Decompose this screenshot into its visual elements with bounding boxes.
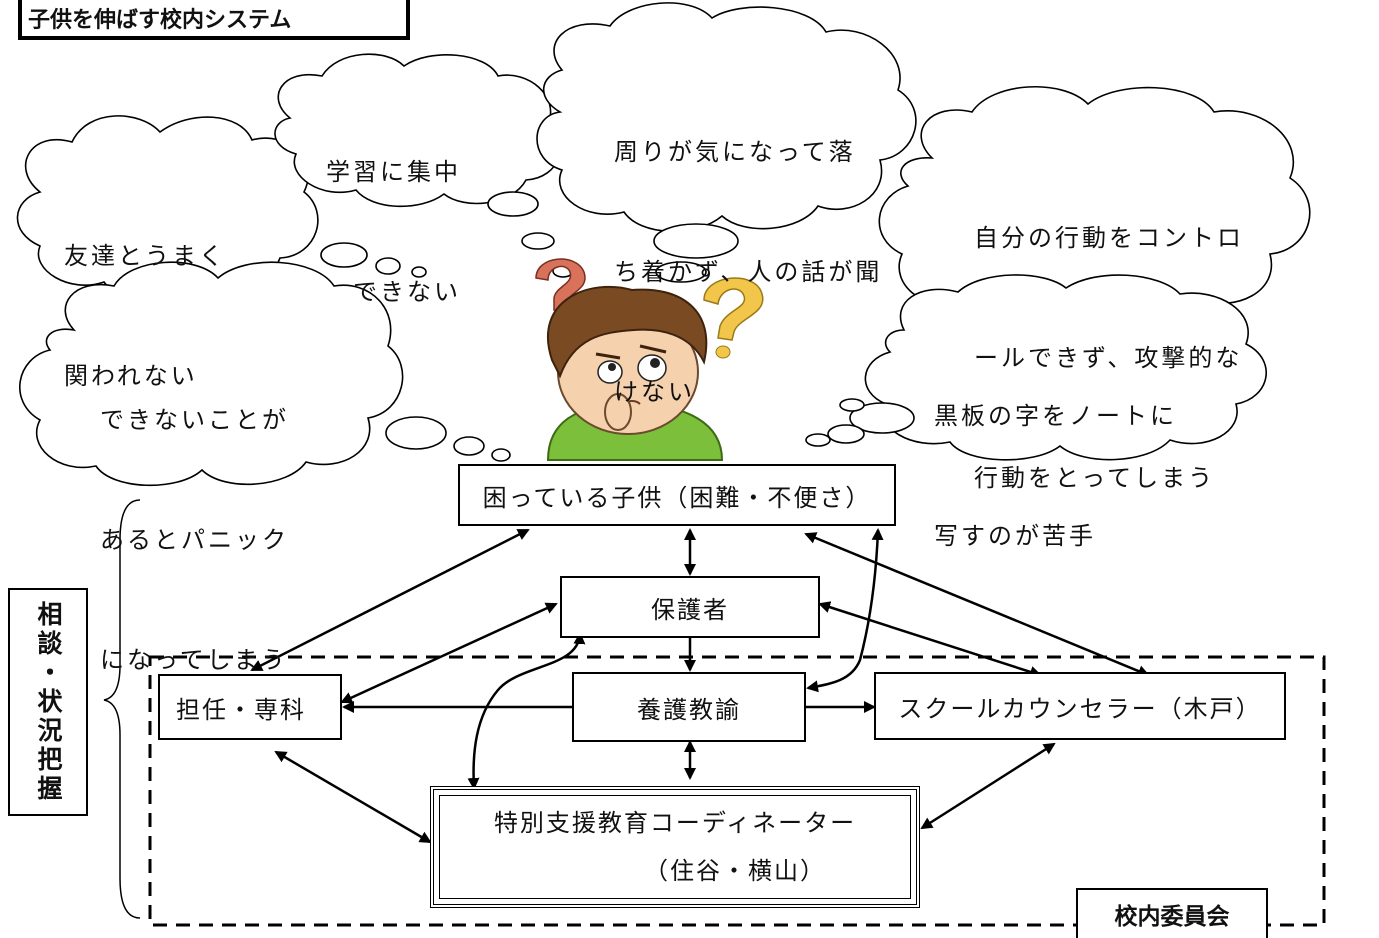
question-mark-icon <box>703 277 764 341</box>
boy-illustration <box>535 258 764 461</box>
page-title: 子供を伸ばす校内システム <box>18 0 410 40</box>
bubble <box>320 242 368 268</box>
coordinator-name: 特別支援教育コーディネーター <box>493 809 857 837</box>
arrow-child-teacher <box>250 528 530 672</box>
arrow-counselor-coordinator <box>920 742 1056 830</box>
cloud-text-panic: できないことが あるとパニック になってしまう <box>100 320 289 720</box>
cloud-line: ち着かず、人の話が聞 <box>614 258 883 286</box>
cloud-text-blackboard: 黒板の字をノートに 写すのが苦手 <box>934 316 1177 596</box>
bubble <box>655 261 707 283</box>
bubble <box>453 436 485 456</box>
cloud-text-surroundings: 周りが気になって落 ち着かず、人の話が聞 けない <box>614 52 882 452</box>
child-box: 困っている子供（困難・不便さ） <box>458 464 896 526</box>
cloud-line: できない <box>326 278 461 306</box>
bubble <box>385 416 447 450</box>
arrow-teacher-coordinator <box>274 750 432 844</box>
committee-label: 校内委員会 <box>1076 888 1268 938</box>
side-label: 相談・状況把握 <box>34 600 63 804</box>
cloud-text-self-control: 自分の行動をコントロ ールできず、攻撃的な 行動をとってしまう <box>974 138 1244 538</box>
bubble <box>805 433 831 447</box>
bubble <box>521 232 555 250</box>
bubble <box>653 223 739 259</box>
cloud-panic <box>19 261 404 487</box>
arrow-guardian-coordinator <box>467 632 586 790</box>
cloud-line: 関われない <box>64 362 198 390</box>
cloud-text-friends: 友達とうまく 関われない <box>64 156 226 436</box>
cloud-line: 友達とうまく <box>64 242 226 270</box>
cloud-line: けない <box>614 378 695 406</box>
arrow-child-nurse <box>806 528 884 693</box>
teacher-box: 担任・専科 <box>158 674 342 740</box>
cloud-line: 自分の行動をコントロ <box>974 224 1244 252</box>
nurse-box: 養護教諭 <box>572 672 806 742</box>
cloud-line: 黒板の字をノートに <box>934 402 1177 430</box>
bubble <box>487 191 539 217</box>
cloud-friends <box>16 115 319 301</box>
cloud-line: あるとパニック <box>100 526 289 554</box>
cloud-line: になってしまう <box>100 646 288 674</box>
side-label-box: 相談・状況把握 <box>8 588 88 816</box>
coordinator-box: 特別支援教育コーディネーター （住谷・横山） <box>430 786 920 908</box>
guardian-box: 保護者 <box>560 576 820 638</box>
cloud-line: できないことが <box>100 406 289 434</box>
cloud-line: 行動をとってしまう <box>974 464 1216 492</box>
cloud-line: 学習に集中 <box>326 158 461 186</box>
cloud-line: ールできず、攻撃的な <box>974 344 1243 372</box>
counselor-box: スクールカウンセラー（木戸） <box>874 672 1286 740</box>
cloud-text-study: 学習に集中 できない <box>326 72 461 352</box>
bubble <box>491 448 511 462</box>
cloud-line: 写すのが苦手 <box>934 522 1096 550</box>
arrow-guardian-counselor <box>818 601 1042 678</box>
question-dot-icon <box>715 345 731 359</box>
committee-boundary <box>148 655 1326 927</box>
coordinator-members: （住谷・横山） <box>644 857 826 885</box>
cloud-surroundings <box>536 2 917 233</box>
arrow-guardian-teacher <box>340 602 558 704</box>
bubble <box>411 266 427 278</box>
bubble <box>839 398 865 412</box>
side-brace <box>103 499 141 919</box>
cloud-self-control <box>878 86 1311 326</box>
bubble <box>827 424 865 444</box>
bubble <box>849 402 915 434</box>
bubble <box>375 257 401 275</box>
cloud-line: 周りが気になって落 <box>614 138 856 166</box>
